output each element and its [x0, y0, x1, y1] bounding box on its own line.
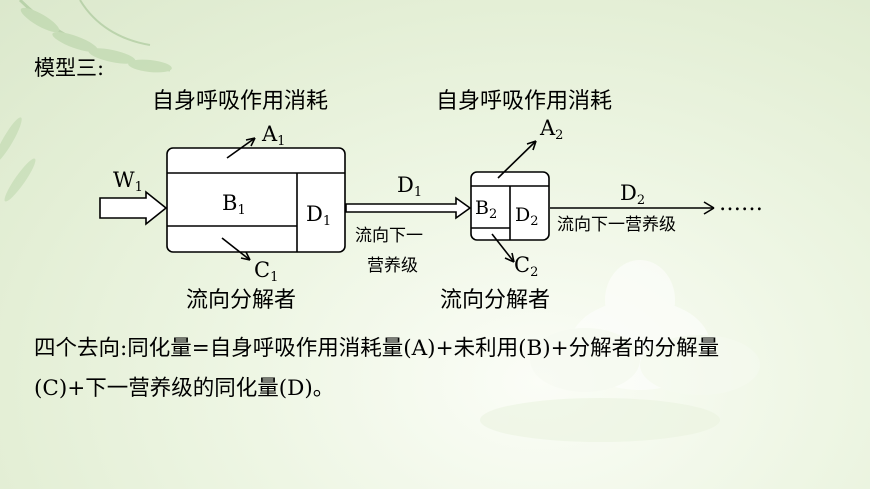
var-a2: A2 — [540, 116, 564, 143]
summary-paragraph: 四个去向:同化量=自身呼吸作用消耗量(A)+未利用(B)+分解者的分解量 (C)… — [34, 329, 854, 409]
next-level-label-line1: 流向下一 — [355, 226, 423, 246]
model-heading: 模型三: — [34, 56, 105, 80]
var-d1-box: D1 — [306, 202, 332, 229]
decomposer-label-2: 流向分解者 — [440, 288, 551, 313]
input-arrow — [99, 190, 168, 226]
diagram-lines — [99, 137, 715, 263]
var-c1: C1 — [254, 258, 279, 285]
var-a1: A1 — [262, 122, 286, 149]
connect-arrow — [345, 196, 472, 220]
var-w1: W1 — [113, 168, 143, 195]
box-1 — [166, 147, 346, 253]
respiration-label-1: 自身呼吸作用消耗 — [152, 89, 329, 114]
ellipsis: …… — [719, 191, 763, 216]
var-d1-arrow: D1 — [397, 173, 423, 200]
var-d2-arrow: D2 — [620, 181, 646, 208]
var-d2-box: D2 — [515, 204, 539, 229]
summary-line-1: 四个去向:同化量=自身呼吸作用消耗量(A)+未利用(B)+分解者的分解量 — [34, 336, 720, 361]
next-level-label-2: 流向下一营养级 — [557, 215, 676, 235]
var-b1: B1 — [222, 191, 246, 218]
leaf-decoration — [0, 0, 172, 202]
respiration-label-2: 自身呼吸作用消耗 — [436, 89, 613, 114]
flower-decoration — [480, 260, 760, 442]
next-level-label-line2: 营养级 — [367, 256, 418, 276]
decomposer-label-1: 流向分解者 — [186, 288, 297, 313]
var-c2: C2 — [514, 253, 539, 280]
summary-line-2: (C)+下一营养级的同化量(D)。 — [34, 376, 335, 401]
var-b2: B2 — [475, 197, 498, 222]
